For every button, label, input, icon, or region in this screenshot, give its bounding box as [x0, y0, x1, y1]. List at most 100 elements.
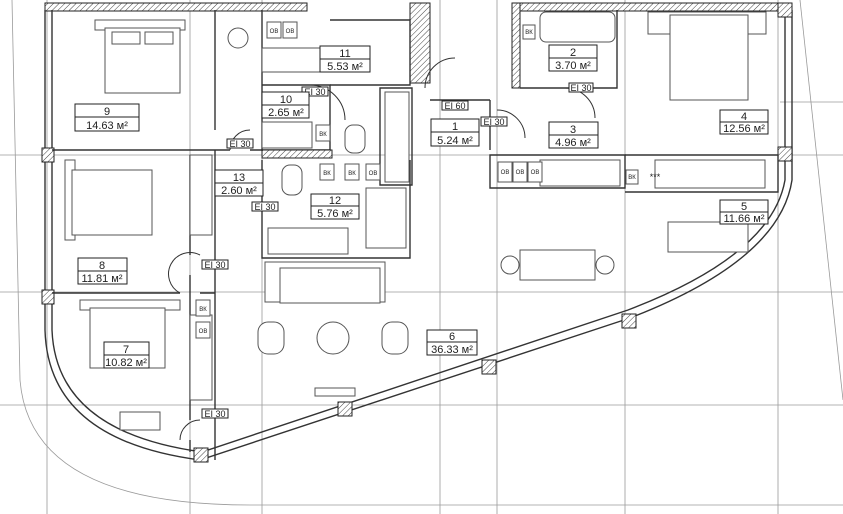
plan-element	[568, 82, 594, 93]
plan-element	[512, 161, 528, 183]
bed-room-9	[94, 19, 186, 94]
shower-12	[365, 187, 407, 249]
plan-element	[41, 147, 55, 163]
plan-element	[71, 169, 153, 236]
plan-element	[595, 255, 615, 275]
fixture-tags: ОВ ОВ ВК ВК ВК ОВ ОВ ОВ ОВ ВК ВК *** ВК …	[195, 21, 661, 339]
armchair-right	[381, 321, 409, 355]
plan-element	[251, 201, 279, 212]
plan-element	[330, 19, 411, 86]
fire-rating-label: EI 60	[444, 101, 465, 111]
fixture-tag: ОВ	[516, 170, 525, 176]
fixture-tag: ОВ	[199, 329, 208, 335]
site-outline	[11, 0, 843, 506]
room-number: 7	[123, 344, 129, 356]
plan-element	[625, 154, 779, 193]
fire-rating-label: EI 30	[229, 139, 250, 149]
fixture-tag: ОВ	[501, 170, 510, 176]
plan-element	[195, 299, 211, 317]
room-label-10: 102.65 м²	[261, 91, 310, 119]
dining-table	[500, 249, 615, 281]
room-area: 11.81 м²	[82, 273, 123, 285]
room-label-7: 710.82 м²	[103, 341, 150, 369]
room-label-1: 15.24 м²	[430, 118, 480, 147]
plan-element	[481, 359, 497, 375]
plan-element	[266, 21, 282, 39]
fixture-tag: ВК	[323, 171, 331, 177]
room-label-12: 125.76 м²	[310, 193, 360, 220]
furniture	[64, 11, 767, 431]
room-number: 3	[570, 124, 576, 136]
room-label-13: 132.60 м²	[214, 169, 264, 197]
fixture-tag: ОВ	[270, 29, 279, 35]
plan-element	[41, 289, 55, 305]
toilet-10	[344, 124, 366, 154]
wardrobe-10	[261, 121, 313, 149]
plan-element	[777, 146, 793, 162]
fire-rating-label: EI 30	[483, 117, 504, 127]
plan-element	[441, 100, 469, 111]
room-area: 14.63 м²	[86, 120, 128, 132]
tv-unit	[314, 387, 356, 397]
plan-element	[179, 419, 201, 441]
room-number: 10	[280, 94, 292, 106]
fire-ratings: EI 30 EI 30 EI 30 EI 60 EI 30 EI 30 EI 3…	[201, 82, 594, 419]
plan-element	[522, 24, 536, 40]
bed-room-4	[647, 11, 767, 101]
plan-element	[625, 169, 639, 185]
plan-element	[195, 321, 211, 339]
room-area: 5.76 м²	[317, 208, 353, 220]
room-label-6: 636.33 м²	[426, 329, 478, 356]
plan-element	[480, 116, 508, 127]
room-area: 10.82 м²	[105, 357, 147, 369]
room-number: 4	[741, 111, 747, 123]
plan-element	[497, 161, 513, 183]
plan-element	[365, 163, 381, 181]
plan-element	[799, 0, 843, 401]
fixture-tag: ОВ	[531, 170, 540, 176]
kitchen-counter	[654, 159, 766, 189]
room-number: 2	[570, 47, 576, 59]
plan-element	[621, 313, 637, 329]
plan-element	[519, 249, 596, 281]
plan-element	[337, 401, 353, 417]
room-number: 12	[329, 195, 341, 207]
plan-element	[111, 31, 141, 45]
room-label-3: 34.96 м²	[548, 121, 599, 149]
wardrobe-11	[261, 47, 327, 73]
plan-element	[496, 109, 526, 139]
wardrobe-hall	[384, 91, 410, 183]
plan-element	[315, 124, 331, 142]
plan-element	[511, 2, 785, 12]
room-number: 8	[99, 260, 105, 272]
fixture-tag: ВК	[319, 132, 327, 138]
desk-7	[119, 411, 161, 431]
plan-element	[193, 447, 209, 463]
fixture-tag: ВК	[628, 175, 636, 181]
plan-element	[424, 57, 456, 89]
room-label-5: 511.66 м²	[719, 199, 769, 225]
room-number: 9	[104, 106, 110, 118]
fixture-tag: ВК	[348, 171, 356, 177]
kitchen-island	[667, 221, 749, 253]
plan-element	[261, 149, 333, 159]
room-area: 5.53 м²	[327, 61, 363, 73]
plan-element	[168, 252, 201, 294]
room-area: 36.33 м²	[431, 344, 473, 356]
plan-element	[500, 255, 520, 275]
bathtub	[539, 11, 616, 43]
room-number: 6	[449, 331, 455, 343]
coffee-table	[316, 321, 350, 355]
toilet-13	[281, 164, 303, 196]
fixture-tag: ВК	[525, 30, 533, 36]
fixture-tag: ОВ	[286, 29, 295, 35]
room-area: 5.24 м²	[437, 135, 473, 147]
plan-element	[409, 2, 431, 84]
plan-element	[44, 2, 308, 12]
room-number: 11	[339, 48, 350, 60]
plan-element	[11, 0, 843, 506]
room-label-8: 811.81 м²	[77, 257, 128, 285]
room-label-11: 115.53 м²	[319, 45, 371, 73]
wardrobe-13	[189, 154, 213, 236]
